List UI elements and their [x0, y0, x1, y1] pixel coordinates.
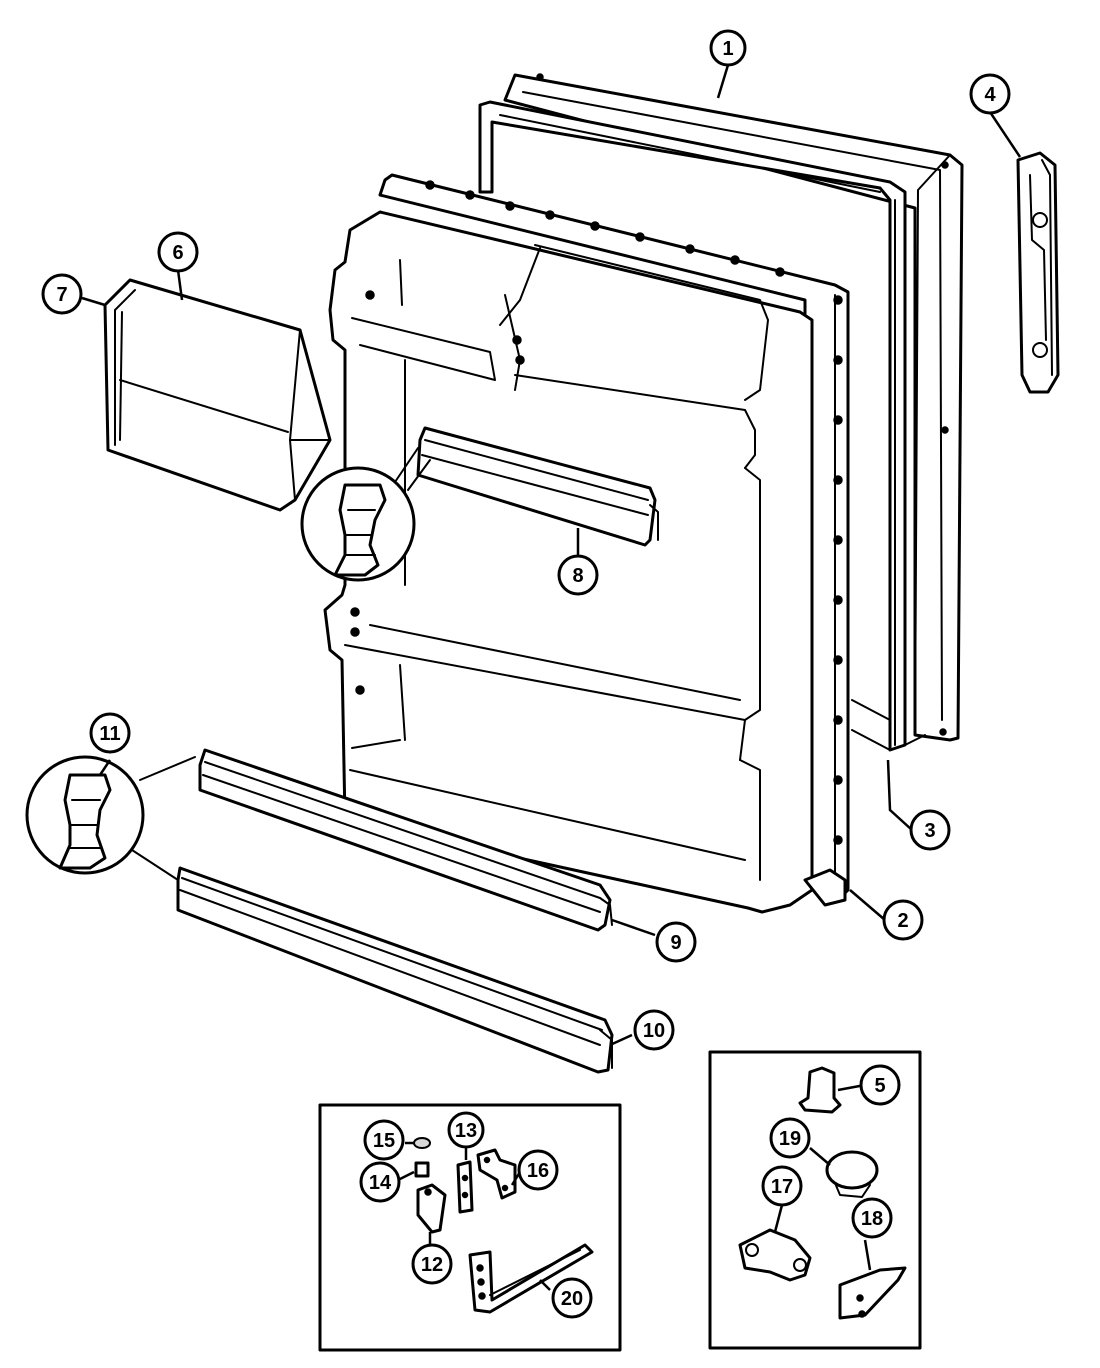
callout-number: 6: [172, 242, 183, 264]
callout-circle: [969, 73, 1011, 115]
plug-hardware-box: [708, 1050, 922, 1350]
bracket-detail-bubble-lower: [25, 755, 196, 881]
callout-circle: [761, 1165, 803, 1207]
callout-14: 14: [359, 1161, 401, 1203]
dairy-compartment: [103, 278, 332, 512]
door-handle: [1016, 151, 1060, 394]
callout-circle: [882, 899, 924, 941]
bracket-detail-bubble-upper: [300, 447, 431, 582]
callout-number: 1: [722, 38, 733, 60]
callout-circle: [359, 1161, 401, 1203]
callout-18: 18: [851, 1197, 893, 1239]
callout-number: 11: [99, 723, 120, 745]
callout-number: 16: [527, 1160, 549, 1182]
callout-circle: [447, 1111, 485, 1149]
callout-number: 10: [643, 1020, 665, 1042]
leader-lines: [81, 64, 1022, 1291]
callout-6: 6: [157, 231, 199, 273]
callout-10: 10: [633, 1009, 675, 1051]
callout-circle: [89, 712, 131, 754]
callout-number: 12: [421, 1254, 443, 1276]
middle-shelf-rail: [416, 426, 659, 547]
callout-number: 2: [897, 910, 908, 932]
plug-button-part-19: [825, 1150, 879, 1190]
callout-9: 9: [655, 921, 697, 963]
callout-11: 11: [89, 712, 131, 754]
callout-number: 19: [779, 1128, 801, 1150]
bottom-shelf-rail: [176, 866, 614, 1074]
callout-19: 19: [769, 1117, 811, 1159]
hinge-hardware-box: [318, 1103, 622, 1352]
callout-circle: [551, 1277, 593, 1319]
callout-circle: [909, 809, 951, 851]
callout-number: 18: [861, 1208, 883, 1230]
callout-circle: [851, 1197, 893, 1239]
callout-3: 3: [909, 809, 951, 851]
callout-circle: [709, 29, 747, 67]
callout-15: 15: [363, 1119, 405, 1161]
callout-circle: [557, 554, 599, 596]
callout-circle: [859, 1064, 901, 1106]
door-gasket: [478, 100, 926, 752]
callout-number: 9: [670, 932, 681, 954]
callout-13: 13: [447, 1111, 485, 1149]
callout-circle: [157, 231, 199, 273]
callout-1: 1: [709, 29, 747, 67]
strike-plate-part-18: [838, 1266, 907, 1320]
callout-number: 8: [572, 565, 583, 587]
callout-number: 14: [369, 1172, 392, 1194]
callout-number: 20: [561, 1288, 583, 1310]
hinge-part-16: [476, 1148, 517, 1200]
callout-2: 2: [882, 899, 924, 941]
callout-20: 20: [551, 1277, 593, 1319]
hinge-bracket-part-17: [738, 1228, 812, 1282]
callout-circle: [41, 273, 83, 315]
screw-cap-part-5: [798, 1066, 842, 1114]
callout-circle: [633, 1009, 675, 1051]
shim-plate-part-13: [456, 1160, 474, 1214]
callout-circle: [517, 1149, 559, 1191]
callout-number: 3: [924, 820, 935, 842]
callout-17: 17: [761, 1165, 803, 1207]
bushing-part-14: [414, 1161, 430, 1178]
liner-mounting-holes: [425, 180, 843, 890]
callout-8: 8: [557, 554, 599, 596]
callout-circle: [411, 1243, 453, 1285]
callout-number: 17: [771, 1176, 793, 1198]
callout-12: 12: [411, 1243, 453, 1285]
callout-number: 13: [455, 1120, 477, 1142]
washer-part-15: [413, 1137, 431, 1149]
bracket-part-20: [468, 1243, 594, 1314]
callout-16: 16: [517, 1149, 559, 1191]
hinge-pin-part-12: [416, 1183, 447, 1234]
callout-7: 7: [41, 273, 83, 315]
callout-4: 4: [969, 73, 1011, 115]
callout-number: 7: [56, 284, 67, 306]
callout-circle: [655, 921, 697, 963]
callout-circle: [769, 1117, 811, 1159]
callout-number: 4: [984, 84, 996, 106]
callout-number: 5: [874, 1075, 885, 1097]
lower-shelf-rail: [198, 748, 613, 932]
callout-circle: [363, 1119, 405, 1161]
callout-5: 5: [859, 1064, 901, 1106]
callout-number: 15: [373, 1130, 395, 1152]
